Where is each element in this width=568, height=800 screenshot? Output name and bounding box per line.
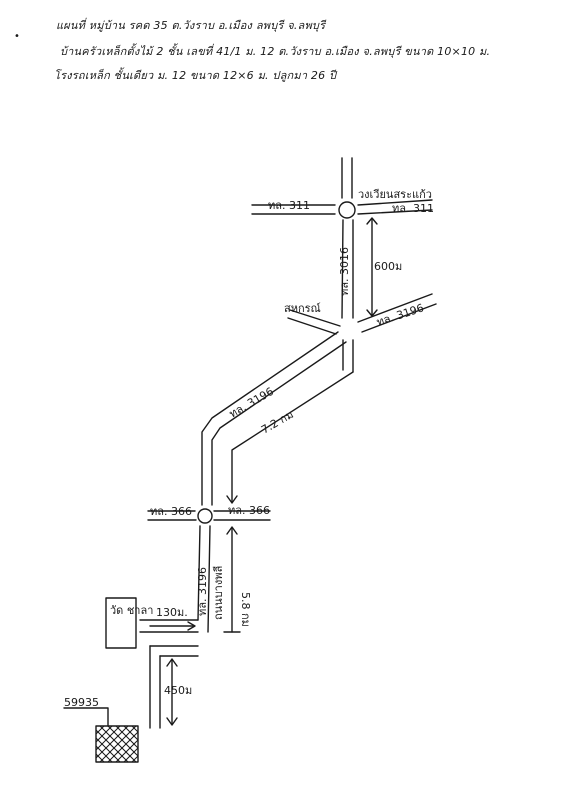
dim-130-arrow <box>187 621 196 631</box>
dim-450-arrow-top <box>166 658 178 667</box>
label-tl366-left: ทล. 366 <box>150 505 192 518</box>
road-tl311-right-upper <box>357 199 433 206</box>
label-dist-600: 600ม <box>374 260 402 273</box>
plot-leader <box>63 707 109 727</box>
label-dist-72km: 7.2 กม <box>259 408 296 437</box>
road-tl3196-diag-outer <box>201 331 339 506</box>
plot-hatching <box>95 725 139 763</box>
label-dist-450: 450ม <box>164 684 192 697</box>
dim-72km-line <box>231 371 354 503</box>
header-line-1: แผนที่ หมู่บ้าน รคด 35 ต.วังราบ อ.เมือง … <box>56 19 326 32</box>
header-line-2: บ้านครัวเหล็กตั้งไม้ 2 ชั้น เลขที่ 41/1 … <box>60 45 491 58</box>
roundabout-top <box>338 201 356 219</box>
road-tl3016-left <box>341 219 344 319</box>
road-tl3196-right-lower <box>361 303 437 333</box>
label-circle-top: วงเวียนสระแก้ว <box>358 188 432 201</box>
label-temple: วัด ชาลา <box>110 604 153 617</box>
label-tl3196-lower: ทล. 3196 <box>196 567 209 616</box>
label-dist-58km: 5.8 กม <box>239 592 252 627</box>
dim-450-arrow-bottom <box>166 717 178 726</box>
road-lower-left <box>197 525 201 621</box>
label-tl3016: ทล. 3016 <box>338 247 351 296</box>
road-sahakorn-lower <box>287 317 337 335</box>
road-sahakorn-upper <box>289 309 341 327</box>
dim-600-arrow-top <box>366 217 378 225</box>
label-tl366-right: ทล. 366 <box>228 504 270 517</box>
label-sahakorn: สหกรณ์ <box>284 302 321 315</box>
label-plot-no: 59935 <box>64 696 99 709</box>
header-line-3: โรงรถเหล็ก ชั้นเดียว ม. 12 ขนาด 12×6 ม. … <box>54 69 337 82</box>
dim-58km-arrow-top <box>226 526 238 535</box>
label-tl311-left: ทล. 311 <box>268 199 310 212</box>
temple-box <box>105 597 137 649</box>
bullet-mark: • <box>14 31 20 42</box>
road-tl3196-diag-inner <box>211 341 347 506</box>
label-road-wang: ถนนบางพลี <box>212 566 225 620</box>
dim-72km-arrow <box>226 495 238 504</box>
road-tl3196-right-upper <box>357 293 433 323</box>
label-tl311-right: ทล. 311 <box>392 202 434 215</box>
label-dist-130: 130ม. <box>156 606 188 619</box>
header-notes: • แผนที่ หมู่บ้าน รคด 35 ต.วังราบ อ.เมือ… <box>0 0 568 110</box>
road-tl311-right-lower <box>357 209 433 215</box>
roundabout-lower <box>197 508 213 524</box>
road-lower-right <box>207 525 211 633</box>
